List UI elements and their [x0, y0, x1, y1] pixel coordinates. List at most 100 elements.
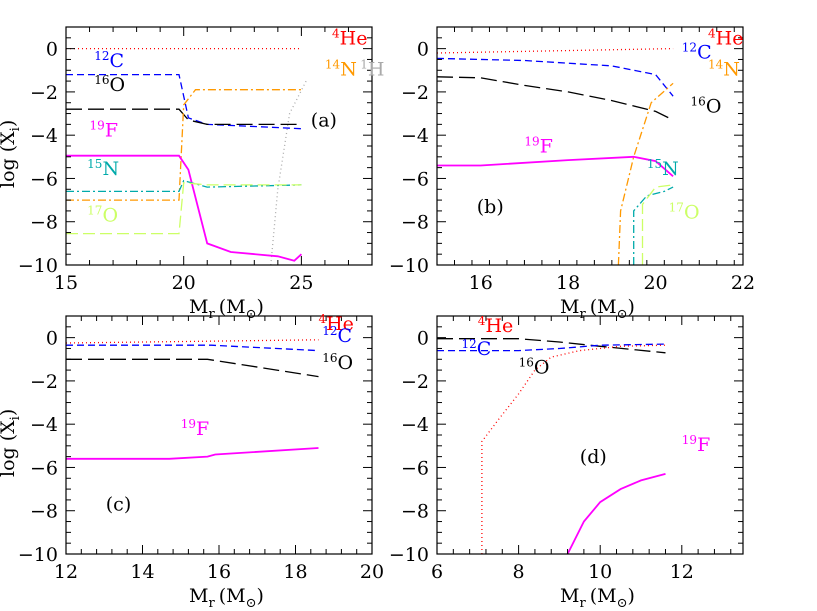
panel-label: (d): [580, 446, 607, 468]
panel-label: (b): [477, 196, 504, 218]
x-axis-label-main: M: [189, 585, 208, 607]
series-line-19F: [566, 473, 666, 554]
y-axis-label-main: log (X: [0, 131, 19, 188]
series-label-4He: 4He: [318, 312, 353, 335]
y-tick-label: −6: [401, 168, 429, 190]
series-label-mass: 15: [647, 157, 662, 171]
series-line-12C: [437, 57, 674, 97]
series-label-12C: 12C: [682, 40, 712, 63]
series-line-15N: [633, 186, 674, 265]
series-label-15N: 15N: [647, 157, 679, 180]
series-label-mass: 17: [669, 200, 684, 214]
series-label-element: N: [102, 158, 119, 180]
x-tick-label: 20: [360, 561, 384, 583]
x-axis-label: Mr(M⊙): [189, 585, 264, 611]
series-line-4He: [437, 47, 674, 54]
y-tick-label: −2: [401, 371, 429, 393]
series-label-19F: 19F: [524, 134, 552, 157]
y-tick-label: −4: [401, 414, 429, 436]
series-label-element: He: [716, 27, 744, 49]
series-label-19F: 19F: [682, 433, 710, 456]
series-label-19F: 19F: [181, 417, 209, 440]
series-label-16O: 16O: [519, 355, 550, 378]
series-label-element: C: [110, 50, 125, 72]
x-axis-label-main: M: [560, 296, 579, 318]
x-tick-label: 16: [469, 272, 493, 294]
series-label-element: C: [338, 325, 353, 347]
y-tick-label: −10: [389, 544, 429, 566]
series-label-element: N: [723, 59, 740, 81]
series-label-mass: 17: [87, 204, 102, 218]
series-line-16O: [437, 76, 674, 121]
series-label-element: F: [697, 434, 710, 456]
x-tick-label: 12: [670, 561, 694, 583]
series-label-mass: 1: [360, 58, 368, 72]
y-tick-label: −6: [401, 457, 429, 479]
series-label-mass: 19: [682, 433, 697, 447]
x-axis-label: Mr(M⊙): [189, 296, 264, 322]
series-line-4He: [66, 339, 319, 344]
x-axis-label-unit: (M: [219, 585, 246, 607]
y-tick-label: −2: [30, 371, 58, 393]
x-tick-label: 8: [513, 561, 525, 583]
series-label-17O: 17O: [87, 204, 118, 227]
series-label-mass: 4: [318, 312, 326, 326]
series-label-mass: 4: [332, 26, 340, 40]
x-axis-label-unit: (M: [590, 296, 617, 318]
x-tick-label: 16: [207, 561, 231, 583]
x-tick-label: 25: [289, 272, 313, 294]
y-tick-label: −2: [401, 82, 429, 104]
series-label-element: O: [338, 352, 354, 374]
sun-symbol: ⊙: [617, 307, 628, 322]
series-label-mass: 19: [524, 134, 539, 148]
series-line-17O: [641, 184, 674, 265]
series-line-16O: [66, 108, 302, 126]
series-label-19F: 19F: [90, 118, 118, 141]
series-line-14N: [617, 82, 674, 265]
series-label-mass: 14: [325, 58, 341, 72]
y-tick-label: −8: [30, 212, 58, 234]
x-axis-label-main: M: [560, 585, 579, 607]
y-tick-label: −10: [18, 544, 58, 566]
series-label-mass: 16: [691, 94, 706, 108]
series-label-4He: 4He: [708, 26, 743, 49]
series-label-element: He: [340, 27, 368, 49]
x-tick-label: 12: [54, 561, 78, 583]
series-line-1H: [270, 80, 307, 265]
series-label-element: O: [684, 201, 700, 223]
x-axis-label: Mr(M⊙): [560, 585, 635, 611]
x-tick-label: 14: [130, 561, 154, 583]
series-label-element: O: [102, 205, 118, 227]
series-label-mass: 4: [478, 314, 486, 328]
x-tick-label: 20: [643, 272, 667, 294]
y-axis-label-main: log (X: [0, 420, 19, 477]
x-axis-label-close: ): [256, 585, 263, 607]
x-tick-label: 10: [588, 561, 612, 583]
series-label-mass: 12: [94, 49, 109, 63]
series-line-15N: [66, 179, 302, 193]
series-label-1H: 1H: [360, 58, 384, 81]
series-label-element: C: [697, 41, 712, 63]
panel-label: (c): [106, 494, 131, 516]
y-axis-label-sub: i: [8, 416, 23, 420]
series-label-16O: 16O: [691, 94, 722, 117]
series-line-12C: [66, 73, 302, 130]
y-axis-label-close: ): [0, 409, 19, 416]
series-label-mass: 19: [90, 118, 105, 132]
y-tick-label: −10: [18, 255, 58, 277]
series-line-19F: [66, 154, 303, 262]
y-tick-label: −6: [30, 168, 58, 190]
series-label-15N: 15N: [87, 157, 119, 180]
series-line-4He: [481, 344, 666, 554]
x-axis-label-close: ): [627, 585, 634, 607]
series-label-element: C: [477, 338, 492, 360]
series-line-16O: [66, 358, 319, 378]
y-tick-label: −8: [30, 501, 58, 523]
x-tick-label: 18: [283, 561, 307, 583]
series-label-element: He: [326, 313, 354, 335]
x-axis-label-sub: r: [208, 307, 215, 322]
series-label-mass: 14: [708, 58, 724, 72]
series-label-14N: 14N: [325, 58, 357, 81]
